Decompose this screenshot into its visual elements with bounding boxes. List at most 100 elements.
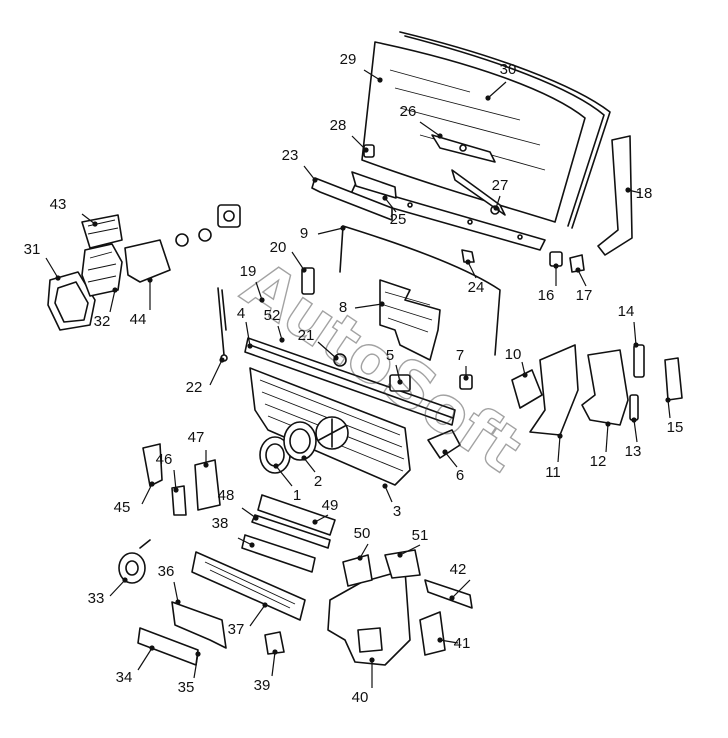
callout-leader xyxy=(577,269,587,287)
callout-leader xyxy=(137,647,153,671)
callout-34: 34 xyxy=(116,645,155,686)
callout-50: 50 xyxy=(354,525,371,561)
callout-47: 47 xyxy=(188,429,209,468)
callout-number: 44 xyxy=(130,311,147,328)
callout-40: 40 xyxy=(352,657,375,706)
callout-number: 18 xyxy=(636,185,653,202)
callout-number: 37 xyxy=(228,621,245,638)
callout-dot xyxy=(312,519,318,525)
callout-dot xyxy=(553,263,559,269)
callout-dot xyxy=(301,267,307,273)
callout-number: 48 xyxy=(218,487,235,504)
callout-leader xyxy=(399,544,421,556)
callout-20: 20 xyxy=(270,239,307,273)
callout-leader xyxy=(384,197,397,213)
bracket-47 xyxy=(194,459,221,511)
callout-number: 14 xyxy=(618,303,635,320)
callout-11: 11 xyxy=(545,433,563,481)
callout-dot xyxy=(437,637,443,643)
callout-leader xyxy=(395,364,401,383)
callout-leader xyxy=(109,579,126,597)
callout-32: 32 xyxy=(94,287,118,330)
callout-43: 43 xyxy=(50,196,98,227)
callout-number: 39 xyxy=(254,677,271,694)
callout-dot xyxy=(55,275,61,281)
callout-30: 30 xyxy=(485,61,516,101)
bracket-36 xyxy=(171,601,227,649)
callout-leader xyxy=(237,537,253,546)
callout-leader xyxy=(384,485,393,503)
callout-dot xyxy=(379,301,385,307)
clip-39 xyxy=(264,631,285,655)
hinge-strip-23 xyxy=(311,177,393,221)
callout-dot xyxy=(112,287,118,293)
callout-leader xyxy=(193,653,199,679)
bar-48 xyxy=(251,514,331,549)
callout-23: 23 xyxy=(282,147,318,183)
callout-37: 37 xyxy=(228,602,268,638)
callout-dot xyxy=(203,462,209,468)
step-plate-38 xyxy=(241,534,316,573)
callout-number: 40 xyxy=(352,689,369,706)
callout-leader xyxy=(303,457,316,473)
callout-44: 44 xyxy=(130,277,153,328)
callout-number: 25 xyxy=(390,211,407,228)
callout-41: 41 xyxy=(437,635,470,652)
callout-leader xyxy=(633,419,638,443)
callout-number: 34 xyxy=(116,669,133,686)
callout-number: 36 xyxy=(158,563,175,580)
horn-33 xyxy=(118,539,151,584)
callout-33: 33 xyxy=(88,577,128,607)
callout-13: 13 xyxy=(625,417,641,460)
callout-number: 8 xyxy=(339,299,347,316)
callout-3: 3 xyxy=(382,483,401,520)
callout-number: 50 xyxy=(354,525,371,542)
callout-dot xyxy=(369,657,375,663)
callout-45: 45 xyxy=(114,481,155,516)
callout-35: 35 xyxy=(178,651,201,696)
callout-number: 22 xyxy=(186,379,203,396)
callout-dot xyxy=(522,372,528,378)
callout-9: 9 xyxy=(300,225,346,242)
step-plate-37-holes xyxy=(204,561,296,609)
callout-number: 52 xyxy=(264,307,281,324)
callout-15: 15 xyxy=(665,397,683,436)
callout-dot xyxy=(149,481,155,487)
callout-dot xyxy=(147,277,153,283)
callout-21: 21 xyxy=(298,327,339,361)
callout-2: 2 xyxy=(301,455,322,490)
callout-leader xyxy=(317,227,344,235)
bracket-14 xyxy=(633,344,645,378)
callout-dot xyxy=(219,357,225,363)
callout-4: 4 xyxy=(237,305,253,349)
callout-leader xyxy=(241,507,257,519)
bracket-13 xyxy=(629,394,639,421)
callout-number: 26 xyxy=(400,103,417,120)
callout-number: 46 xyxy=(156,451,173,468)
callout-dot xyxy=(397,379,403,385)
callout-leader xyxy=(351,135,367,151)
tray-49 xyxy=(257,494,336,536)
clip-46 xyxy=(171,485,187,516)
callout-dot xyxy=(449,595,455,601)
callout-dot xyxy=(397,552,403,558)
callout-51: 51 xyxy=(397,527,428,558)
clip-24 xyxy=(461,249,475,263)
callout-dot xyxy=(465,259,471,265)
callout-number: 32 xyxy=(94,313,111,330)
insulation-panel-8 xyxy=(379,279,441,361)
callout-leader xyxy=(439,639,459,644)
callout-dot xyxy=(259,297,265,303)
callout-dot xyxy=(122,577,128,583)
callout-22: 22 xyxy=(186,357,225,396)
callout-14: 14 xyxy=(618,303,639,348)
callout-49: 49 xyxy=(312,497,338,525)
callout-10: 10 xyxy=(505,346,528,378)
callout-number: 27 xyxy=(492,177,509,194)
callout-dot xyxy=(463,375,469,381)
callout-number: 15 xyxy=(667,419,684,436)
callout-dot xyxy=(249,542,255,548)
callout-48: 48 xyxy=(218,487,259,521)
